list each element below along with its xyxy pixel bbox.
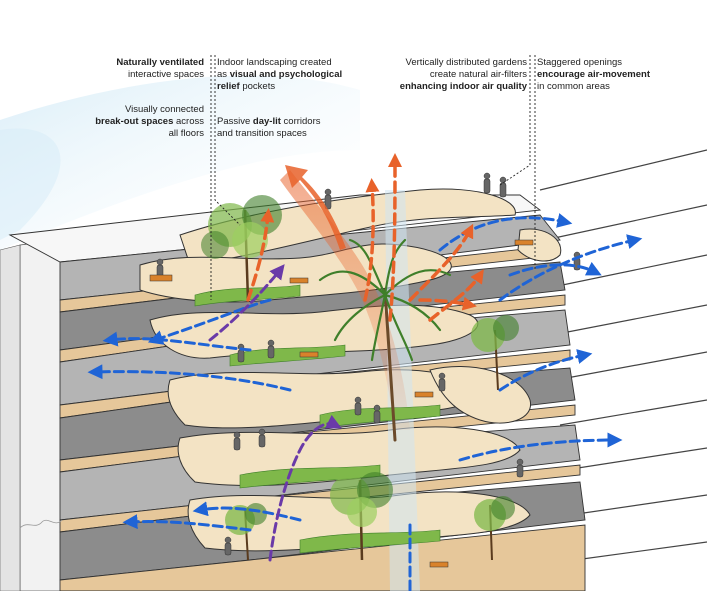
person-icon [267,339,275,359]
person-icon [373,404,381,424]
hot-air-plume [280,170,410,430]
leader-lines [210,55,536,300]
person-icon [516,458,524,478]
signature [19,519,63,529]
right-facade [539,149,707,561]
person-icon [224,536,232,556]
person-icon [237,343,245,363]
hot-air-big-arrow [285,165,346,250]
person-icon [499,176,507,198]
person-icon [258,428,266,448]
person-icon [156,258,164,278]
palm-icon [318,238,452,442]
person-icon [483,172,491,194]
person-icon [354,396,362,416]
airflow-arrow-icon [208,264,342,562]
tree-icon [474,496,515,561]
person-icon [438,372,446,392]
tree-icon [225,503,267,561]
hot-air-arrow-icon [246,153,484,322]
tree-icon [330,472,393,561]
person-icon [233,431,241,451]
tree-icon [471,315,519,391]
person-icon [324,188,332,210]
bench-icon [149,239,534,568]
airflow-arrow-icon [87,213,643,591]
sky [0,75,360,250]
